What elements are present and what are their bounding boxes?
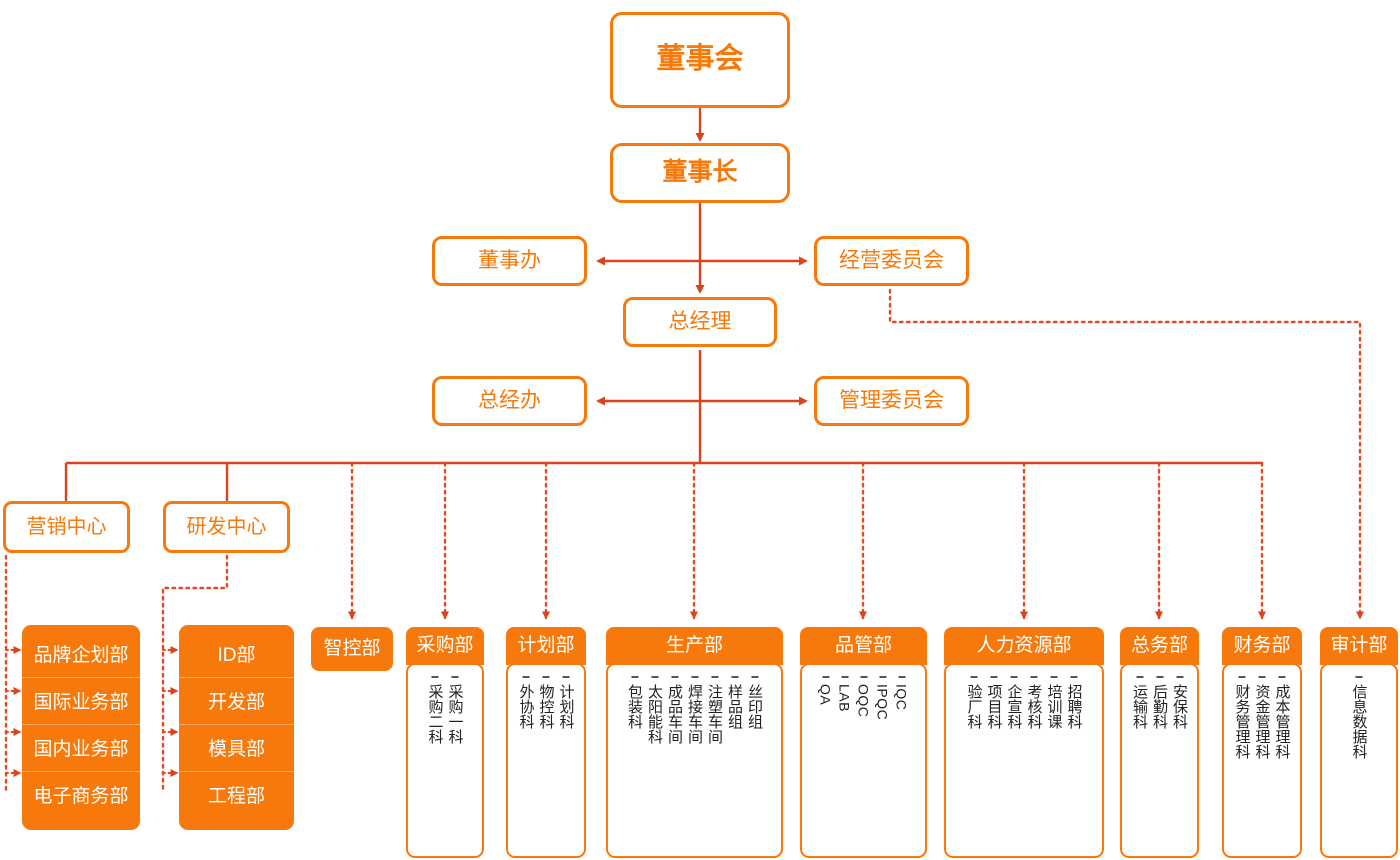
dept-section[interactable]: 丝印组 [746,675,763,729]
node-label: 董事办 [478,249,541,273]
node-label: 营销中心 [26,516,107,538]
dept-item-label: 国际业务部 [33,692,129,713]
dept-item[interactable]: 国内业务部 [22,724,140,771]
dept-item[interactable]: 国际业务部 [22,677,140,724]
dept-section[interactable]: 太阳能科 [646,675,663,744]
dept-section[interactable]: 采购一科 [447,675,464,744]
dept-body: 信息数据科 [1320,663,1398,858]
dept-section[interactable]: 样品组 [726,675,743,729]
dept-body: 采购一科 采购二科 [406,663,484,858]
node-board-office[interactable]: 董事办 [432,236,587,286]
dept-section[interactable]: 企宣科 [1006,675,1023,729]
dept-body: 计划科 物控科 外协科 [506,663,586,858]
dept-header: 品管部 [800,627,927,665]
dept-section[interactable]: 成品车间 [666,675,683,744]
dept-header: 生产部 [606,627,783,665]
dept-section[interactable]: 招聘科 [1066,675,1083,729]
dept-section[interactable]: 信息数据科 [1351,675,1368,759]
dept-section[interactable]: 运输科 [1131,675,1148,729]
dept-item-label: 开发部 [207,692,265,713]
dept-body: 安保科 后勤科 运输科 [1120,663,1199,858]
dept-body: 招聘科 培训课 考核科 企宣科 项目科 验厂科 [944,663,1104,858]
dept-item[interactable]: 电子商务部 [22,771,140,818]
node-management-committee[interactable]: 管理委员会 [814,376,969,426]
node-rd-center[interactable]: 研发中心 [163,501,290,553]
dept-header: 财务部 [1222,627,1302,665]
dept-section[interactable]: 成本管理科 [1274,675,1291,759]
dept-header: 人力资源部 [944,627,1104,665]
dept-section[interactable]: 后勤科 [1151,675,1168,729]
dept-section[interactable]: QA [818,675,834,705]
dept-section[interactable]: 外协科 [518,675,535,729]
node-gm-office[interactable]: 总经办 [432,376,587,426]
dept-section[interactable]: 包装科 [626,675,643,729]
node-marketing-center[interactable]: 营销中心 [3,501,130,553]
dept-section[interactable]: 考核科 [1026,675,1043,729]
node-label: 管理委员会 [839,389,944,413]
dept-column-shengchanbu[interactable]: 生产部 丝印组 样品组 注塑车间 焊接车间 成品车间 太阳能科 包装科 [606,627,783,858]
dept-section[interactable]: 财务管理科 [1234,675,1251,759]
dept-item[interactable]: 开发部 [179,677,294,724]
dept-group-rd: ID部 开发部 模具部 工程部 [179,625,294,830]
dept-section[interactable]: OQC [856,675,872,717]
dept-section[interactable]: 焊接车间 [686,675,703,744]
dept-item[interactable]: ID部 [179,631,294,677]
dept-header: 采购部 [406,627,484,665]
dept-column-caigoubu[interactable]: 采购部 采购一科 采购二科 [406,627,484,858]
dept-section[interactable]: LAB [837,675,853,712]
node-label: 经营委员会 [839,249,944,273]
dept-section[interactable]: 物控科 [538,675,555,729]
dept-section[interactable]: 注塑车间 [706,675,723,744]
node-label: 总经理 [668,310,732,334]
dept-section[interactable]: 计划科 [558,675,575,729]
dept-column-renliziyuanbu[interactable]: 人力资源部 招聘科 培训课 考核科 企宣科 项目科 验厂科 [944,627,1104,858]
dept-item-label: 品牌企划部 [33,645,129,666]
dept-item-label: 工程部 [207,786,265,807]
dept-section[interactable]: 资金管理科 [1254,675,1271,759]
dept-section[interactable]: 验厂科 [966,675,983,729]
dept-header: 总务部 [1120,627,1199,665]
dept-body: IQC IPQC OQC LAB QA [800,663,927,858]
dept-group-marketing: 品牌企划部 国际业务部 国内业务部 电子商务部 [22,625,140,830]
dept-column-shenjibu[interactable]: 审计部 信息数据科 [1320,627,1398,858]
node-label: 总经办 [478,389,541,413]
dept-item-label: 国内业务部 [33,739,129,760]
dept-item-label: 模具部 [207,739,265,760]
dept-section[interactable]: 采购二科 [427,675,444,744]
node-general-manager[interactable]: 总经理 [623,297,777,347]
dept-column-caiwubu[interactable]: 财务部 成本管理科 资金管理科 财务管理科 [1222,627,1302,858]
dept-section[interactable]: IQC [894,675,910,710]
dept-section[interactable]: 项目科 [986,675,1003,729]
node-chairman[interactable]: 董事长 [610,143,790,203]
dept-section[interactable]: 安保科 [1171,675,1188,729]
dept-body: 成本管理科 资金管理科 财务管理科 [1222,663,1302,858]
dept-section[interactable]: 培训课 [1046,675,1063,729]
dept-item-label: 电子商务部 [33,786,129,807]
dept-item[interactable]: 工程部 [179,771,294,818]
dept-item[interactable]: 模具部 [179,724,294,771]
node-board-of-directors[interactable]: 董事会 [610,12,790,108]
dept-column-jihuabu[interactable]: 计划部 计划科 物控科 外协科 [506,627,586,858]
dept-column-zongwubu[interactable]: 总务部 安保科 后勤科 运输科 [1120,627,1199,858]
node-label: 董事长 [662,158,738,187]
node-label: 董事会 [656,43,744,76]
dept-body: 丝印组 样品组 注塑车间 焊接车间 成品车间 太阳能科 包装科 [606,663,783,858]
node-label: 研发中心 [186,516,267,538]
dept-header: 审计部 [1320,627,1398,665]
dept-header: 智控部 [311,627,393,671]
dept-column-pinguanbu[interactable]: 品管部 IQC IPQC OQC LAB QA [800,627,927,858]
dept-section[interactable]: IPQC [875,675,891,720]
dept-item-label: ID部 [217,645,256,666]
dept-column-zhikongbu[interactable]: 智控部 [311,627,393,671]
dept-header: 计划部 [506,627,586,665]
node-operating-committee[interactable]: 经营委员会 [814,236,969,286]
dept-item[interactable]: 品牌企划部 [22,631,140,677]
